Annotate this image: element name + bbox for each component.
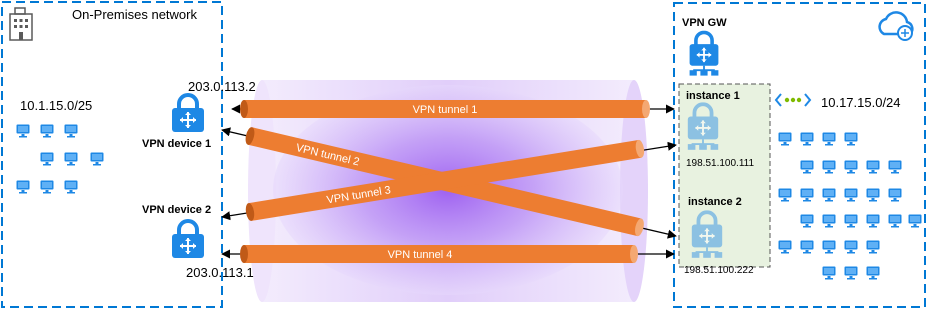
vpn-gateway-label: VPN GW bbox=[682, 17, 727, 29]
vnet-connector-icon bbox=[774, 93, 812, 107]
onprem-subnet: 10.1.15.0/25 bbox=[20, 98, 92, 113]
vpn-device-2-ip: 203.0.113.1 bbox=[186, 265, 254, 280]
instance-1-ip: 198.51.100.111 bbox=[686, 158, 754, 169]
instance-2-ip: 198.51.100.222 bbox=[684, 265, 754, 276]
vpn-tunnel-4: VPN tunnel 4 bbox=[221, 245, 675, 263]
vpn-device-2-label: VPN device 2 bbox=[142, 204, 211, 216]
cloud-icon bbox=[878, 11, 914, 41]
instance-1-label: instance 1 bbox=[686, 90, 740, 102]
vpn-device-1-label: VPN device 1 bbox=[142, 138, 211, 150]
vpn-tunnel-1-label: VPN tunnel 1 bbox=[413, 104, 478, 116]
vpn-tunnel-4-label: VPN tunnel 4 bbox=[388, 249, 453, 261]
instance-2-label: instance 2 bbox=[688, 196, 742, 208]
vpn-tunnel-3: VPN tunnel 3 bbox=[221, 139, 677, 221]
onprem-network-boundary bbox=[1, 1, 223, 308]
onprem-title: On-Premises network bbox=[72, 7, 197, 22]
vnet-subnet: 10.17.15.0/24 bbox=[821, 95, 901, 110]
building-icon bbox=[9, 7, 33, 41]
vpn-device-1-ip: 203.0.113.2 bbox=[188, 79, 256, 94]
vpn-tunnel-1: VPN tunnel 1 bbox=[231, 100, 675, 118]
